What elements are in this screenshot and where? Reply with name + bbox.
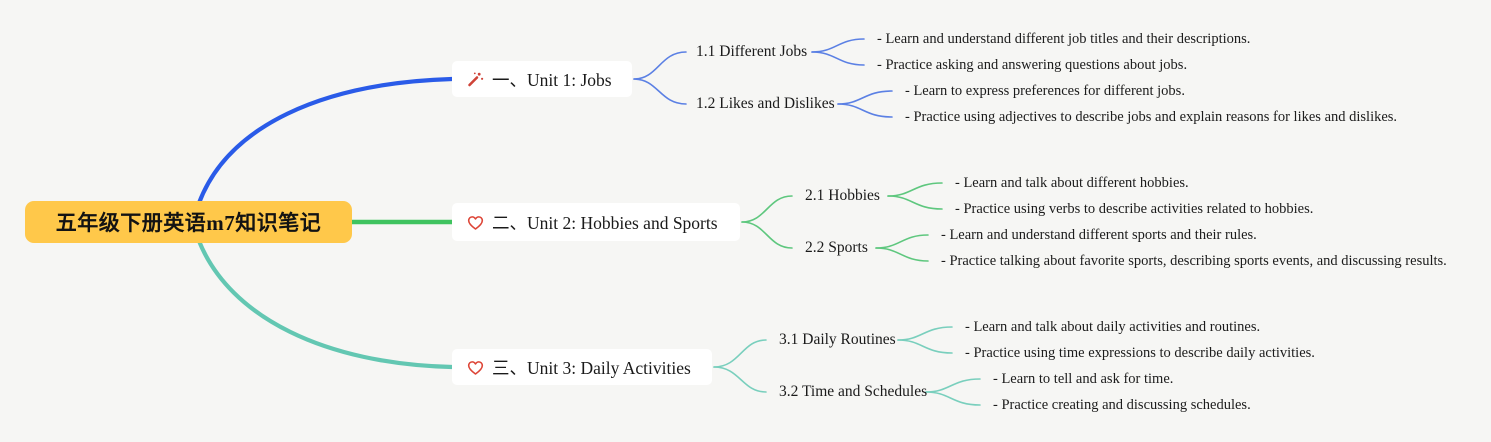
leaf-note[interactable]: - Learn to express preferences for diffe…: [905, 83, 1185, 99]
leaf-note[interactable]: - Practice using adjectives to describe …: [905, 109, 1398, 125]
fork-unit3-sub32: [713, 366, 767, 393]
leaf-note[interactable]: - Practice talking about favorite sports…: [941, 253, 1447, 269]
fork-sub31-leaf2: [897, 339, 953, 354]
fork-unit2-sub21: [741, 195, 793, 223]
fork-sub32-leaf2: [925, 391, 981, 406]
fork-sub22-leaf1: [875, 234, 929, 249]
fork-sub31-leaf1: [897, 326, 953, 341]
unit3-label: 三、Unit 3: Daily Activities: [492, 357, 691, 378]
fork-unit1-sub11: [633, 51, 687, 80]
root-node[interactable]: 五年级下册英语m7知识笔记: [25, 201, 352, 243]
leaf-note[interactable]: - Learn to tell and ask for time.: [993, 371, 1174, 387]
magic-wand-icon: [466, 70, 485, 89]
subtopic-3-2[interactable]: 3.2 Time and Schedules: [779, 383, 928, 400]
fork-sub22-leaf2: [875, 247, 929, 262]
subtopic-1-1[interactable]: 1.1 Different Jobs: [696, 43, 808, 60]
unit1-node[interactable]: 一、Unit 1: Jobs: [452, 61, 632, 97]
fork-sub32-leaf1: [925, 378, 981, 393]
fork-sub12-leaf2: [837, 103, 893, 118]
branch-line-unit1: [196, 76, 455, 206]
subtopic-1-2[interactable]: 1.2 Likes and Dislikes: [696, 95, 835, 112]
fork-sub21-leaf2: [887, 195, 943, 210]
unit1-label: 一、Unit 1: Jobs: [492, 69, 612, 90]
branch-line-unit3: [196, 238, 455, 370]
root-title: 五年级下册英语m7知识笔记: [55, 211, 322, 235]
heart-icon: [466, 358, 485, 376]
unit2-label: 二、Unit 2: Hobbies and Sports: [492, 212, 718, 233]
leaf-note[interactable]: - Practice using verbs to describe activ…: [955, 201, 1314, 217]
subtopic-2-1[interactable]: 2.1 Hobbies: [805, 187, 880, 204]
leaf-note[interactable]: - Learn and talk about daily activities …: [965, 319, 1261, 335]
unit3-node[interactable]: 三、Unit 3: Daily Activities: [452, 349, 712, 385]
fork-unit2-sub22: [741, 221, 793, 249]
leaf-note[interactable]: - Practice creating and discussing sched…: [993, 397, 1251, 413]
leaf-note[interactable]: - Learn and understand different job tit…: [877, 31, 1251, 47]
heart-icon: [466, 213, 485, 231]
leaf-note[interactable]: - Learn and talk about different hobbies…: [955, 175, 1189, 191]
subtopic-3-1[interactable]: 3.1 Daily Routines: [779, 331, 896, 348]
subtopic-2-2[interactable]: 2.2 Sports: [805, 239, 868, 256]
fork-sub11-leaf1: [811, 38, 865, 53]
fork-sub21-leaf1: [887, 182, 943, 197]
leaf-note[interactable]: - Practice using time expressions to des…: [965, 345, 1315, 361]
fork-unit3-sub31: [713, 339, 767, 368]
fork-sub12-leaf1: [837, 90, 893, 105]
fork-unit1-sub12: [633, 78, 687, 105]
fork-sub11-leaf2: [811, 51, 865, 66]
leaf-note[interactable]: - Learn and understand different sports …: [941, 227, 1257, 243]
unit2-node[interactable]: 二、Unit 2: Hobbies and Sports: [452, 203, 740, 241]
leaf-note[interactable]: - Practice asking and answering question…: [877, 57, 1188, 73]
